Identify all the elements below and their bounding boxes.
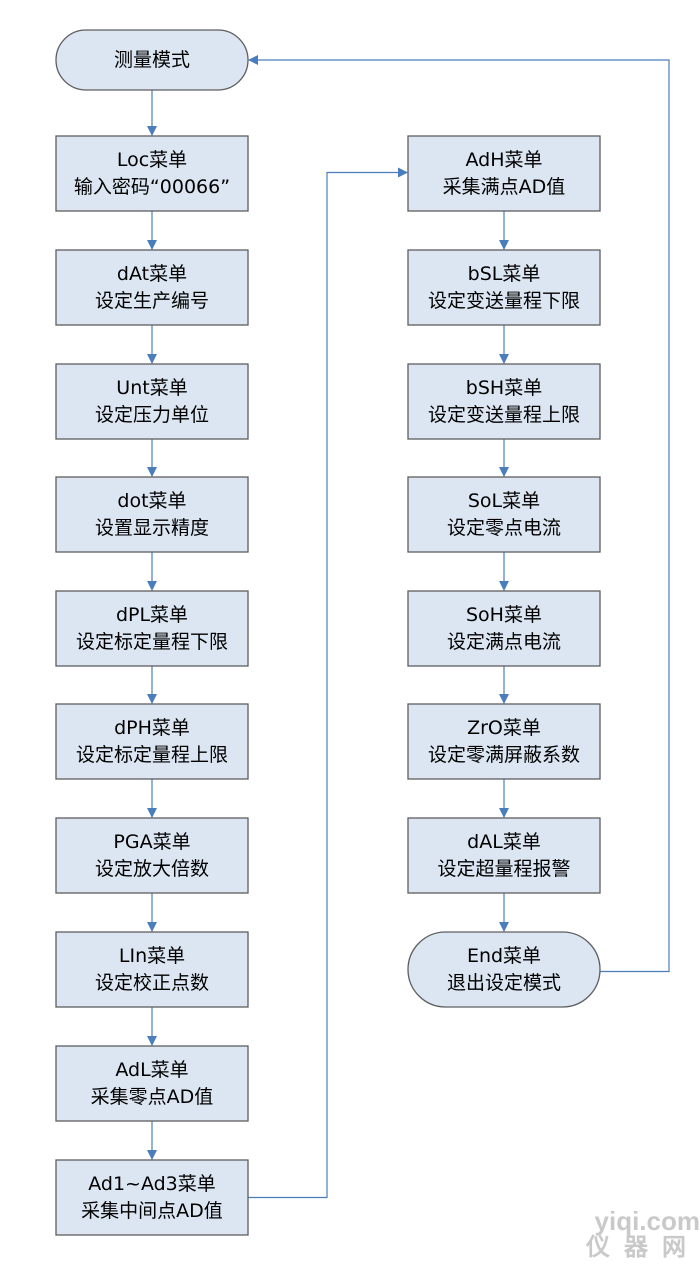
process-box-loc [55,135,249,212]
node-label-loc-1: Loc菜单 [117,149,187,171]
node-label-dpl-1: dPL菜单 [116,604,188,626]
node-label-end-1: End菜单 [467,945,541,967]
node-label-soh-2: 设定满点电流 [447,631,561,653]
node-label-lin-1: LIn菜单 [119,945,185,967]
node-label-adl-2: 采集零点AD值 [91,1086,214,1108]
node-label-sol-2: 设定零点电流 [447,517,561,539]
node-label-dal-1: dAL菜单 [467,831,541,853]
node-label-bsl-2: 设定变送量程下限 [428,290,580,312]
node-label-zro-2: 设定零满屏蔽系数 [428,744,580,766]
node-label-dph-1: dPH菜单 [114,717,190,739]
terminal-shape-end [407,931,601,1008]
process-box-ad13 [55,1159,249,1236]
process-box-soh [407,590,601,667]
node-label-pga-1: PGA菜单 [113,831,190,853]
process-box-adl [55,1045,249,1122]
process-box-sol [407,476,601,553]
node-label-loc-2: 输入密码“00066” [74,176,230,198]
process-box-pga [55,817,249,894]
node-measure: 测量模式 [55,29,249,91]
node-label-ad13-1: Ad1~Ad3菜单 [88,1173,216,1195]
watermark-logo: yiqi.com 仪器网 [572,1207,700,1261]
watermark-domain: yiqi.com [594,1206,700,1236]
process-box-zro [407,703,601,780]
connectors [147,55,670,1199]
node-label-adh-1: AdH菜单 [465,149,542,171]
node-label-adh-2: 采集满点AD值 [443,176,566,198]
process-box-bsl [407,249,601,326]
node-label-ad13-2: 采集中间点AD值 [81,1200,223,1222]
process-box-dph [55,703,249,780]
arrow-ad13-to-adh [248,167,408,1199]
process-box-bsh [407,363,601,440]
node-label-bsh-1: bSH菜单 [466,377,542,399]
node-label-pga-2: 设定放大倍数 [95,858,209,880]
node-label-dot-2: 设置显示精度 [95,517,209,539]
node-label-soh-1: SoH菜单 [466,604,542,626]
node-label-sol-1: SoL菜单 [468,490,540,512]
node-label-dph-2: 设定标定量程上限 [76,744,228,766]
node-label-zro-1: ZrO菜单 [467,717,541,739]
process-box-lin [55,931,249,1008]
arrow-end-to-measure [248,55,670,973]
process-box-dpl [55,590,249,667]
process-box-adh [407,135,601,212]
node-label-dal-2: 设定超量程报警 [437,858,570,880]
node-label-unt-1: Unt菜单 [116,377,187,399]
node-label-lin-2: 设定校正点数 [95,972,209,994]
node-label-bsh-2: 设定变送量程上限 [428,404,580,426]
node-label-end-2: 退出设定模式 [447,972,561,994]
terminal-shape-measure [55,29,249,91]
node-label-dat-1: dAt菜单 [117,263,187,285]
node-label-unt-2: 设定压力单位 [95,404,209,426]
node-label-dpl-2: 设定标定量程下限 [76,631,228,653]
process-box-dat [55,249,249,326]
process-box-unt [55,363,249,440]
node-label-adl-1: AdL菜单 [115,1059,188,1081]
watermark-name: 仪器网 [586,1234,700,1261]
node-label-measure-1: 测量模式 [114,49,190,71]
node-label-bsl-1: bSL菜单 [468,263,541,285]
node-label-dat-2: 设定生产编号 [95,290,209,312]
process-box-dot [55,476,249,553]
process-box-dal [407,817,601,894]
node-label-dot-1: dot菜单 [117,490,186,512]
